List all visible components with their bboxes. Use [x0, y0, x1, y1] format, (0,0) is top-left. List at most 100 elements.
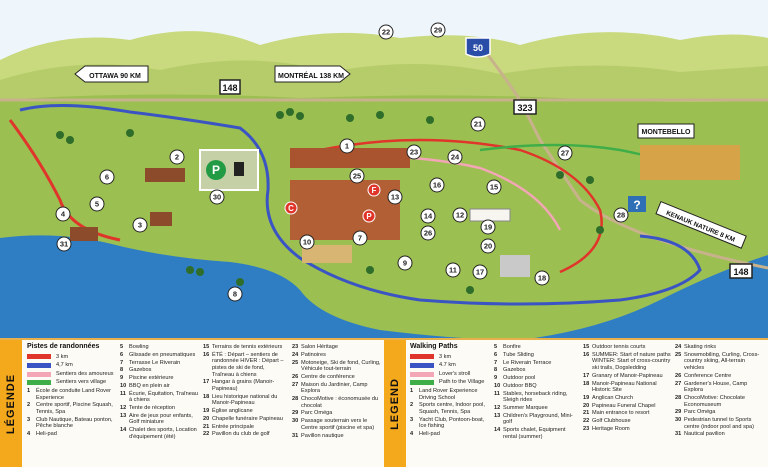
map-pin-1: 1 [339, 138, 355, 154]
legend-title-fr: LÉGENDE [0, 340, 22, 467]
map-pin-16: 16 [429, 177, 445, 193]
map-pin-23: 23 [406, 144, 422, 160]
svg-text:1: 1 [345, 142, 349, 151]
map-pin-22: 22 [378, 24, 394, 40]
parking-symbol: P [212, 163, 220, 177]
svg-text:24: 24 [451, 153, 460, 162]
svg-text:20: 20 [484, 242, 492, 251]
svg-text:30: 30 [213, 193, 221, 202]
svg-text:4: 4 [61, 210, 66, 219]
map-pin-9: 9 [397, 255, 413, 271]
svg-text:13: 13 [391, 193, 399, 202]
svg-text:16: 16 [433, 181, 441, 190]
svg-text:MONTRÉAL 138 KM: MONTRÉAL 138 KM [278, 71, 344, 80]
svg-text:31: 31 [60, 240, 68, 249]
ottawa-sign: OTTAWA 90 KM [74, 65, 149, 83]
svg-text:148: 148 [733, 267, 748, 277]
svg-text:P: P [366, 212, 372, 221]
map-pin-18: 18 [534, 270, 550, 286]
facility-letter-p: P [362, 209, 376, 223]
map-pin-30: 30 [209, 189, 225, 205]
svg-text:14: 14 [424, 212, 433, 221]
facility-letter-c: C [284, 201, 298, 215]
svg-text:11: 11 [449, 266, 457, 275]
svg-text:15: 15 [490, 183, 498, 192]
legend-fr-paths: Pistes de randonnées 3 km 4,7 km Sentier… [27, 343, 117, 439]
map-pin-28: 28 [613, 207, 629, 223]
map-pin-25: 25 [349, 168, 365, 184]
svg-text:9: 9 [403, 259, 407, 268]
svg-text:12: 12 [456, 211, 464, 220]
svg-text:8: 8 [233, 290, 237, 299]
map-pin-3: 3 [132, 217, 148, 233]
svg-text:28: 28 [617, 211, 625, 220]
legend-panel: LÉGENDE Pistes de randonnées 3 km 4,7 km… [0, 338, 768, 467]
map-pin-11: 11 [445, 262, 461, 278]
map-pins: 1234567891011121314151617181920212223242… [55, 22, 629, 302]
svg-text:25: 25 [353, 172, 361, 181]
svg-text:23: 23 [410, 148, 418, 157]
svg-text:MONTEBELLO: MONTEBELLO [642, 129, 692, 136]
map-pin-26: 26 [420, 225, 436, 241]
trail-47km [19, 103, 702, 306]
svg-text:21: 21 [474, 120, 482, 129]
map-pin-5: 5 [89, 196, 105, 212]
svg-text:19: 19 [484, 223, 492, 232]
facility-letters: C F P [284, 183, 381, 223]
map-pin-8: 8 [227, 286, 243, 302]
map-pin-7: 7 [352, 230, 368, 246]
svg-text:22: 22 [382, 28, 390, 37]
map-pin-15: 15 [486, 179, 502, 195]
map-pin-17: 17 [472, 264, 488, 280]
map-pin-14: 14 [420, 208, 436, 224]
facility-letter-f: F [367, 183, 381, 197]
svg-text:2: 2 [175, 153, 179, 162]
map-pin-10: 10 [299, 234, 315, 250]
map-pin-27: 27 [557, 145, 573, 161]
svg-text:26: 26 [424, 229, 432, 238]
map-pin-19: 19 [480, 219, 496, 235]
map-pin-6: 6 [99, 169, 115, 185]
